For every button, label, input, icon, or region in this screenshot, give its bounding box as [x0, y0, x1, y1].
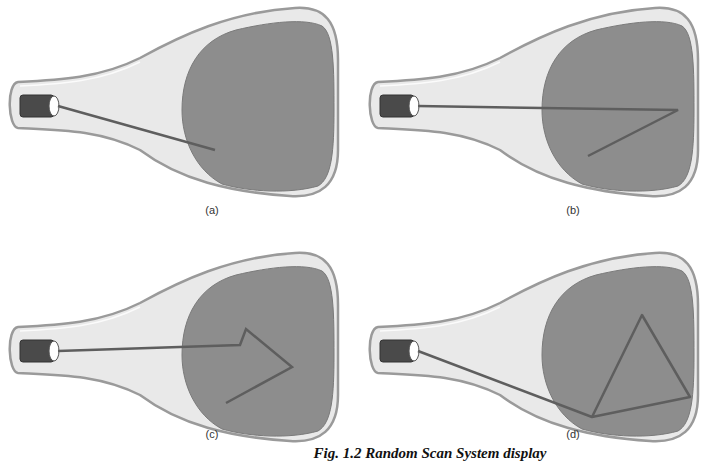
crt-c [10, 253, 338, 441]
crt-d [370, 253, 698, 441]
crt-b [370, 8, 698, 196]
crt-a [10, 8, 338, 196]
figure-caption: Fig. 1.2 Random Scan System display [314, 445, 547, 462]
panel-label: (d) [566, 428, 579, 440]
panel-label: (a) [205, 204, 218, 216]
panel-label: (b) [566, 204, 579, 216]
panel-label: (c) [206, 428, 219, 440]
